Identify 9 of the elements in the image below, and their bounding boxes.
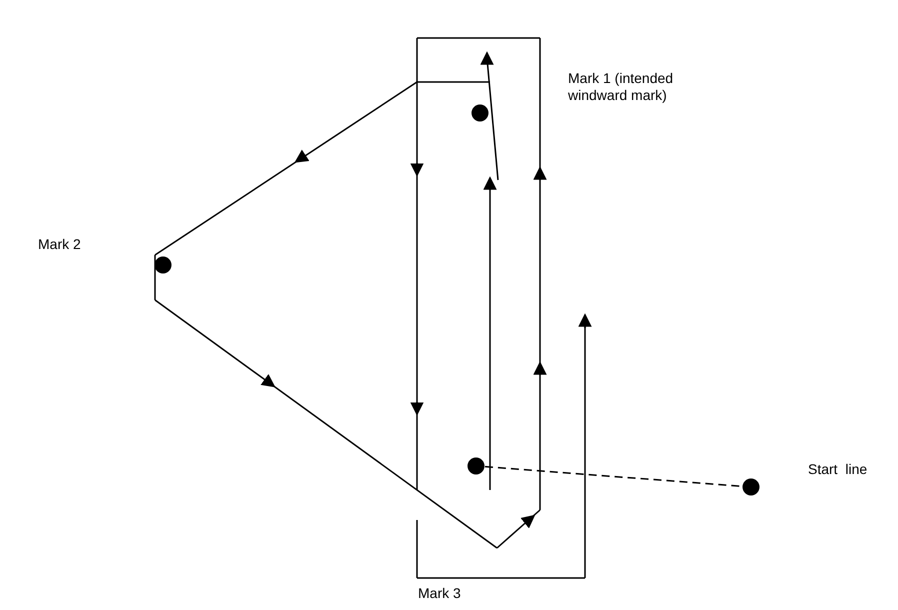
mark-buoy <box>467 457 485 475</box>
mark-label: Mark 3 <box>418 585 462 602</box>
start-line <box>484 466 742 488</box>
mark-label: Start line <box>808 461 868 478</box>
mark-label: Mark 2 <box>38 236 82 253</box>
mark-buoy <box>742 478 760 496</box>
mark-buoy <box>154 256 172 274</box>
mark-label: Mark 1 (intended windward mark) <box>568 70 674 104</box>
mark-buoy <box>471 104 489 122</box>
